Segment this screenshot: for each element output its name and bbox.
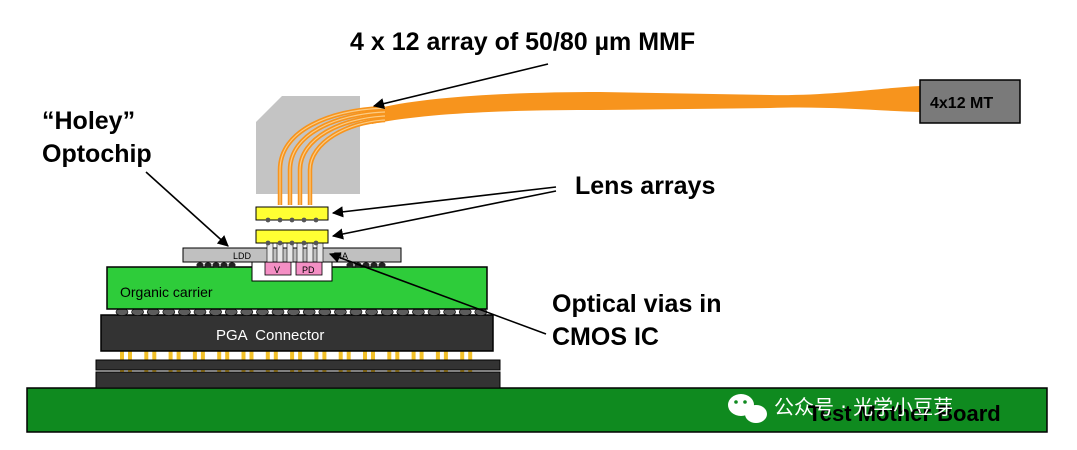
vias-arrow	[328, 252, 547, 335]
fiber-strand-highlight	[289, 111, 386, 205]
fiber-strand-highlight	[309, 119, 386, 205]
solder-bumps-upper	[196, 262, 386, 268]
optical-via	[306, 242, 314, 263]
optical-via	[276, 242, 284, 263]
fiber-strand-highlight	[299, 115, 386, 205]
lens-bump	[313, 217, 319, 223]
lens-bump	[313, 240, 319, 246]
lens-bump	[289, 240, 295, 246]
pga-socket-bottom-bar	[95, 371, 501, 389]
board-label: Test Mother Board	[808, 401, 1001, 426]
lens-bump	[301, 217, 307, 223]
lens-bump	[301, 240, 307, 246]
lens-bump	[265, 240, 271, 246]
vias-callout-line2: CMOS IC	[552, 323, 659, 351]
lens-bumps-upper	[265, 217, 319, 223]
wechat-icon	[728, 394, 767, 423]
chip-bump	[220, 262, 228, 268]
lens-bumps-lower	[265, 240, 319, 246]
fiber-strands	[277, 105, 386, 205]
chip-bump	[204, 262, 212, 268]
optical-via	[296, 242, 304, 263]
optical-via	[266, 242, 274, 263]
chip-bump	[228, 262, 236, 268]
pga-connector-label: PGA Connector	[216, 327, 324, 344]
chip-bump	[378, 262, 386, 268]
organic-carrier-label: Organic carrier	[120, 284, 213, 300]
lens-callout: Lens arrays	[575, 172, 715, 200]
mt-connector	[919, 79, 1021, 124]
vias-callout-line1: Optical vias in	[552, 290, 722, 318]
chip-bump	[370, 262, 378, 268]
pga-connector	[100, 314, 494, 352]
watermark-text: 公众号 · 光学小豆芽	[774, 395, 953, 419]
vcsel-label: V	[274, 265, 280, 275]
optical-via	[316, 242, 324, 263]
holey-arrow	[145, 171, 229, 247]
holey-callout-line1: “Holey”	[42, 107, 135, 135]
lens-bump	[289, 217, 295, 223]
lens-bump	[277, 217, 283, 223]
test-mother-board	[26, 387, 1048, 433]
pd-label: PD	[302, 265, 315, 275]
lens-arrow-lower	[331, 190, 557, 240]
solder-bumps-lower	[115, 308, 488, 316]
pga-socket-top-bar	[95, 359, 501, 371]
lens-bump	[277, 240, 283, 246]
ldd-label: LDD	[233, 251, 252, 261]
fiber-ribbon	[372, 86, 920, 124]
chip-bump	[196, 262, 204, 268]
holey-callout-line2: Optochip	[42, 140, 152, 168]
lens-bump	[265, 217, 271, 223]
fiber-strand-highlight	[279, 107, 386, 205]
chip-bump	[346, 262, 354, 268]
fiber-array-callout: 4 x 12 array of 50/80 µm MMF	[350, 28, 695, 56]
lens-arrow-upper	[331, 186, 557, 218]
chip-bump	[212, 262, 220, 268]
optical-via	[286, 242, 294, 263]
mt-connector-label: 4x12 MT	[930, 95, 993, 112]
fiber-array-arrow	[372, 63, 549, 110]
